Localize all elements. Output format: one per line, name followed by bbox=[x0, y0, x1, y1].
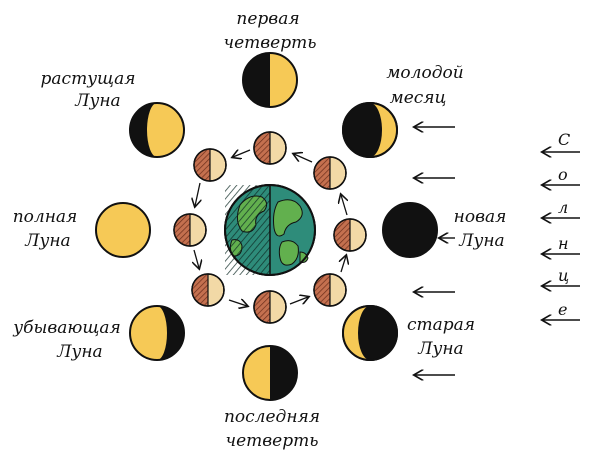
small-moon-bottom-right bbox=[313, 273, 347, 307]
sun-letter: н bbox=[558, 234, 569, 253]
orbit-arrow bbox=[294, 154, 313, 163]
moon-new bbox=[382, 202, 438, 258]
orbit-arrow bbox=[341, 195, 347, 216]
moon-waning-gibbous bbox=[129, 305, 185, 361]
orbit-arrows bbox=[194, 150, 347, 306]
sun-letter: ц bbox=[558, 266, 569, 285]
svg-text:четверть: четверть bbox=[226, 431, 319, 451]
small-moon-top-right bbox=[313, 156, 347, 190]
label-young-moon: молодой месяц bbox=[386, 63, 463, 108]
svg-text:месяц: месяц bbox=[390, 88, 447, 108]
svg-text:первая: первая bbox=[236, 9, 299, 29]
sunlight-arrows bbox=[415, 127, 580, 375]
label-new-moon: новая Луна bbox=[454, 207, 507, 251]
svg-text:Луна: Луна bbox=[417, 339, 463, 359]
svg-text:последняя: последняя bbox=[224, 407, 320, 427]
label-waning-gibbous: убывающая Луна bbox=[12, 318, 121, 362]
svg-text:Луна: Луна bbox=[74, 91, 120, 111]
small-moon-bottom bbox=[253, 290, 287, 324]
label-first-quarter: первая четверть bbox=[224, 9, 317, 53]
moon-waxing-gibbous bbox=[129, 102, 185, 158]
svg-text:четверть: четверть bbox=[224, 33, 317, 53]
moon-last-quarter bbox=[242, 345, 298, 401]
sun-word: С о л н ц е bbox=[558, 130, 570, 319]
orbit-arrow bbox=[195, 182, 200, 206]
small-moon-left bbox=[173, 213, 207, 247]
label-full-moon: полная Луна bbox=[13, 207, 78, 251]
label-waxing-gibbous: растущая Луна bbox=[41, 69, 136, 111]
small-moon-top-left bbox=[193, 148, 227, 182]
svg-text:убывающая: убывающая bbox=[12, 318, 121, 338]
svg-text:старая: старая bbox=[407, 315, 475, 335]
small-moon-top bbox=[253, 131, 287, 165]
small-moon-bottom-left bbox=[191, 273, 225, 307]
svg-text:полная: полная bbox=[13, 207, 78, 227]
label-old-moon: старая Луна bbox=[407, 315, 475, 359]
svg-text:Луна: Луна bbox=[458, 231, 504, 251]
orbit-arrow bbox=[289, 297, 308, 304]
orbit-arrow bbox=[233, 150, 251, 157]
moon-first-quarter bbox=[242, 52, 298, 108]
svg-text:Луна: Луна bbox=[56, 342, 102, 362]
small-moon-right bbox=[333, 218, 367, 252]
sun-letter: С bbox=[558, 130, 570, 149]
moon-old-crescent bbox=[342, 305, 398, 361]
sun-letter: о bbox=[558, 165, 568, 184]
sun-letter: е bbox=[558, 300, 567, 319]
sun-letter: л bbox=[558, 198, 568, 217]
svg-text:молодой: молодой bbox=[386, 63, 463, 83]
svg-text:Луна: Луна bbox=[24, 231, 70, 251]
orbit-arrow bbox=[341, 256, 346, 273]
svg-text:растущая: растущая bbox=[41, 69, 136, 89]
orbit-arrow bbox=[194, 249, 199, 268]
orbit-arrow bbox=[228, 300, 247, 306]
label-last-quarter: последняя четверть bbox=[224, 407, 320, 451]
svg-text:новая: новая bbox=[454, 207, 507, 227]
moon-young-crescent bbox=[342, 102, 398, 158]
moon-full bbox=[95, 202, 151, 258]
earth bbox=[224, 184, 316, 276]
